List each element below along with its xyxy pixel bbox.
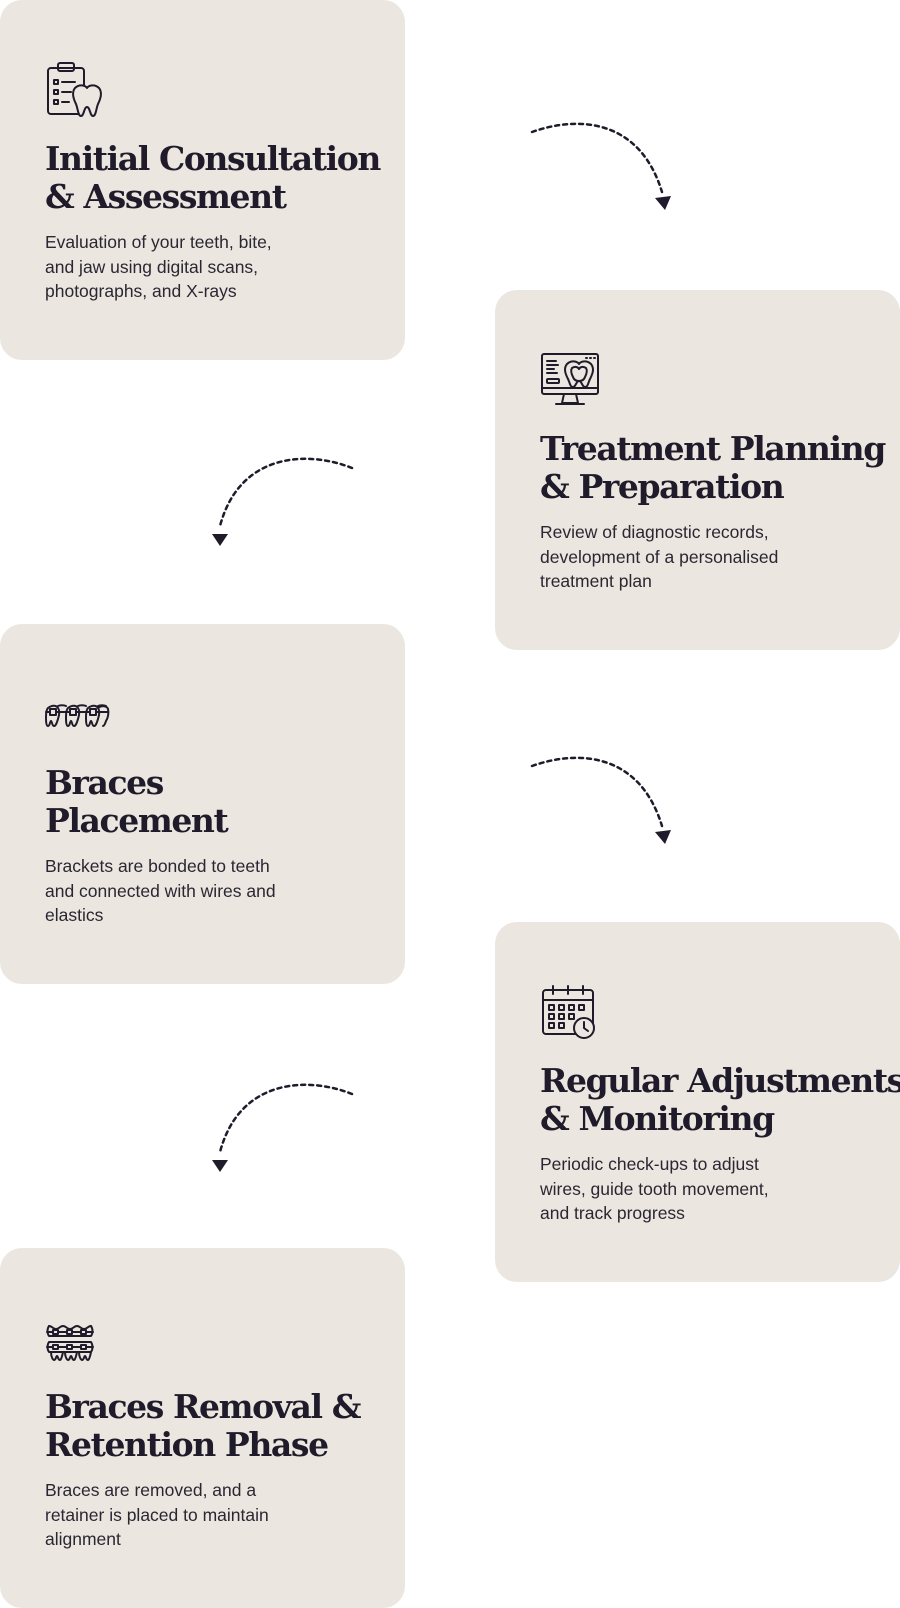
- step-description: Brackets are bonded to teeth and connect…: [45, 856, 276, 925]
- step-card-3: Braces Placement Brackets are bonded to …: [0, 624, 405, 984]
- step-card-4: Regular Adjustments & Monitoring Periodi…: [495, 922, 900, 1282]
- connector-arrow-1-2: [530, 122, 671, 210]
- step-description: Evaluation of your teeth, bite, and jaw …: [45, 232, 272, 301]
- step-description: Periodic check-ups to adjust wires, guid…: [540, 1154, 769, 1223]
- step-card-1: Initial Consultation & Assessment Evalua…: [0, 0, 405, 360]
- step-description: Review of diagnostic records, developmen…: [540, 522, 779, 591]
- braces-teeth-icon: [45, 684, 360, 746]
- connector-arrow-4-5: [212, 1083, 354, 1172]
- step-title: Braces Removal & Retention Phase: [45, 1387, 362, 1464]
- step-title: Regular Adjustments & Monitoring: [540, 1061, 900, 1138]
- step-card-2: Treatment Planning & Preparation Review …: [495, 290, 900, 650]
- step-title: Treatment Planning & Preparation: [540, 429, 886, 506]
- upper-lower-braces-icon: [45, 1308, 360, 1370]
- step-title: Initial Consultation & Assessment: [45, 139, 381, 216]
- connector-arrow-2-3: [212, 457, 354, 546]
- step-card-5: Braces Removal & Retention Phase Braces …: [0, 1248, 405, 1608]
- clipboard-tooth-icon: [45, 60, 360, 122]
- monitor-xray-icon: [540, 350, 855, 412]
- step-title: Braces Placement: [45, 763, 229, 840]
- connector-arrow-3-4: [530, 756, 671, 844]
- step-description: Braces are removed, and a retainer is pl…: [45, 1480, 269, 1549]
- calendar-clock-icon: [540, 982, 855, 1044]
